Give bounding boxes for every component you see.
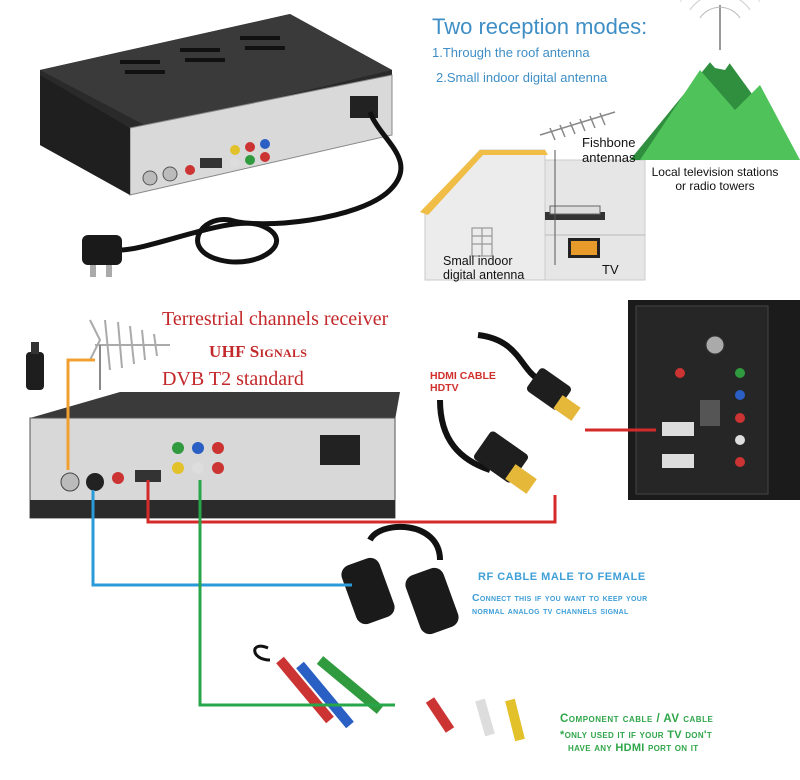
fishbone-label-line-2: antennas xyxy=(582,150,636,165)
component-cable-title: Component cable / AV cable xyxy=(560,713,714,725)
mountain-tower xyxy=(630,0,800,160)
reception-mode-2: 2.Small indoor digital antenna xyxy=(436,70,608,85)
hdmi-cable xyxy=(437,332,581,494)
small-antenna-label: Small indoor digital antenna xyxy=(443,254,524,282)
hdmi-label-line-1: HDMI CABLE xyxy=(430,370,496,382)
rf-cable-title: RF CABLE MALE TO FEMALE xyxy=(478,571,646,583)
power-cable xyxy=(119,111,404,265)
uhf-yagi-antenna xyxy=(89,319,170,390)
uk-plug xyxy=(82,235,122,277)
terrestrial-label: Terrestrial channels receiver xyxy=(162,308,389,330)
coax-plug xyxy=(26,342,44,390)
reception-mode-1: 1.Through the roof antenna xyxy=(432,45,590,60)
tower-label-line-1: Local television stations xyxy=(651,165,779,179)
component-cable-note: *only used it if your TV don't have any … xyxy=(560,729,712,755)
reception-title: Two reception modes: xyxy=(432,14,648,39)
receiver-rear-panel xyxy=(29,392,400,519)
house-illustration xyxy=(420,149,646,281)
component-cable xyxy=(253,644,384,729)
small-indoor-antenna xyxy=(471,227,493,257)
rf-cable-note: Connect this if you want to keep your no… xyxy=(472,592,647,618)
small-antenna-label-line-2: digital antenna xyxy=(443,268,525,282)
component-connection-line xyxy=(198,480,395,707)
tv-label: TV xyxy=(602,262,619,277)
av-cable xyxy=(425,697,525,742)
rf-cable xyxy=(341,523,459,635)
small-antenna-label-line-1: Small indoor xyxy=(443,254,513,268)
tower-label: Local television stations or radio tower… xyxy=(640,165,790,193)
rf-connection-line xyxy=(91,490,352,587)
rf-cable-note-line-1: Connect this if you want to keep your xyxy=(472,592,648,604)
tv-rear-panel xyxy=(628,300,800,500)
hdmi-connection-line xyxy=(146,480,557,524)
antenna-feed-line xyxy=(66,358,95,470)
hdmi-label: HDMI CABLE HDTV xyxy=(430,370,496,394)
hdmi-label-line-2: HDTV xyxy=(430,382,459,394)
fishbone-label-line-1: Fishbone xyxy=(582,135,636,150)
component-cable-note-line-2: have any HDMI port on it xyxy=(568,742,699,754)
rf-cable-note-line-2: normal analog tv channels signal xyxy=(472,605,629,617)
top-set-top-box xyxy=(40,14,393,196)
tower-label-line-2: or radio towers xyxy=(675,179,755,193)
fishbone-label: Fishbone antennas xyxy=(582,135,636,165)
fishbone-antenna-small xyxy=(539,111,616,141)
uhf-label: UHF Signals xyxy=(209,342,308,361)
component-cable-note-line-1: *only used it if your TV don't xyxy=(560,729,713,741)
dvb-label: DVB T2 standard xyxy=(162,368,304,390)
